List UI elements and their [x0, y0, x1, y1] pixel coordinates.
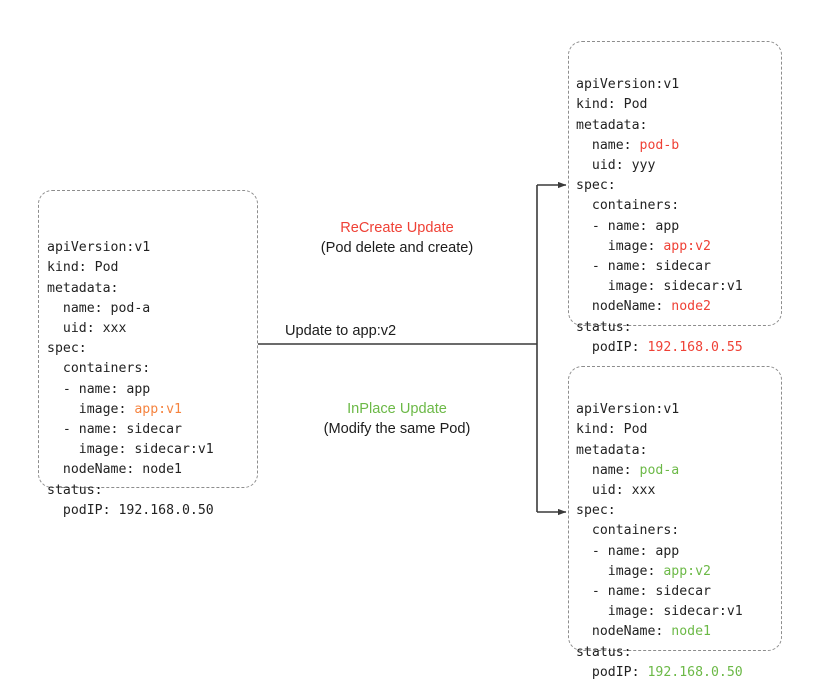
source-pod-code: apiVersion:v1 kind: Pod metadata: name: …: [47, 238, 214, 521]
manifest-line: image: app:v1: [47, 401, 182, 417]
manifest-highlight: app:v1: [134, 401, 182, 417]
manifest-line: name: pod-a: [576, 462, 680, 478]
manifest-line: status:: [576, 319, 632, 335]
recreate-pod-code: apiVersion:v1 kind: Pod metadata: name: …: [576, 75, 743, 358]
inplace-edge-label: InPlace Update (Modify the same Pod): [267, 399, 527, 439]
manifest-line: image: sidecar:v1: [47, 442, 214, 458]
trunk-label-text: Update to app:v2: [285, 323, 397, 339]
manifest-line: apiVersion:v1: [47, 240, 151, 256]
manifest-line: name: pod-b: [576, 137, 680, 153]
manifest-line: - name: sidecar: [576, 584, 711, 600]
trunk-label: Update to app:v2: [285, 321, 396, 341]
manifest-highlight: 192.168.0.55: [647, 339, 743, 355]
recreate-edge-title: ReCreate Update: [340, 220, 454, 236]
manifest-line: - name: app: [47, 381, 151, 397]
inplace-pod-code: apiVersion:v1 kind: Pod metadata: name: …: [576, 400, 743, 683]
manifest-line: image: sidecar:v1: [576, 279, 743, 295]
manifest-line: containers:: [576, 523, 680, 539]
manifest-highlight: pod-a: [639, 462, 680, 478]
manifest-line: kind: Pod: [47, 260, 119, 276]
manifest-line: nodeName: node1: [47, 462, 182, 478]
manifest-line: spec:: [576, 178, 616, 194]
manifest-line: spec:: [47, 341, 87, 357]
manifest-line: kind: Pod: [576, 97, 648, 113]
recreate-edge-label: ReCreate Update (Pod delete and create): [267, 218, 527, 258]
manifest-line: uid: xxx: [576, 483, 656, 498]
manifest-highlight: app:v2: [663, 563, 711, 579]
manifest-line: status:: [47, 482, 103, 498]
source-pod-box: [38, 190, 258, 488]
manifest-line: podIP: 192.168.0.55: [576, 339, 743, 355]
inplace-edge-subtitle: (Modify the same Pod): [323, 421, 471, 437]
manifest-line: - name: app: [576, 543, 680, 559]
manifest-line: metadata:: [576, 117, 648, 133]
manifest-line: kind: Pod: [576, 422, 648, 438]
manifest-line: metadata:: [576, 442, 648, 458]
manifest-highlight: node2: [671, 299, 711, 315]
manifest-line: apiVersion:v1: [576, 77, 680, 93]
manifest-line: uid: yyy: [576, 158, 656, 173]
manifest-line: image: app:v2: [576, 563, 711, 579]
manifest-line: metadata:: [47, 280, 119, 296]
manifest-line: nodeName: node1: [576, 624, 711, 640]
manifest-line: spec:: [576, 503, 616, 519]
inplace-edge-title: InPlace Update: [347, 401, 447, 417]
recreate-pod-box: [568, 41, 782, 326]
manifest-line: uid: xxx: [47, 321, 127, 336]
manifest-line: status:: [576, 644, 632, 660]
manifest-line: containers:: [576, 198, 680, 214]
manifest-line: name: pod-a: [47, 300, 151, 316]
manifest-line: containers:: [47, 361, 151, 377]
manifest-line: - name: app: [576, 218, 680, 234]
manifest-line: image: sidecar:v1: [576, 604, 743, 620]
manifest-line: image: app:v2: [576, 238, 711, 254]
manifest-highlight: pod-b: [639, 137, 680, 153]
recreate-edge-subtitle: (Pod delete and create): [320, 240, 474, 256]
manifest-highlight: node1: [671, 624, 711, 640]
manifest-line: - name: sidecar: [47, 422, 182, 438]
manifest-line: - name: sidecar: [576, 259, 711, 275]
inplace-pod-box: [568, 366, 782, 651]
manifest-line: apiVersion:v1: [576, 402, 680, 418]
manifest-highlight: 192.168.0.50: [647, 664, 743, 680]
manifest-line: nodeName: node2: [576, 299, 711, 315]
manifest-line: podIP: 192.168.0.50: [576, 664, 743, 680]
manifest-highlight: app:v2: [663, 238, 711, 254]
manifest-line: podIP: 192.168.0.50: [47, 502, 214, 518]
